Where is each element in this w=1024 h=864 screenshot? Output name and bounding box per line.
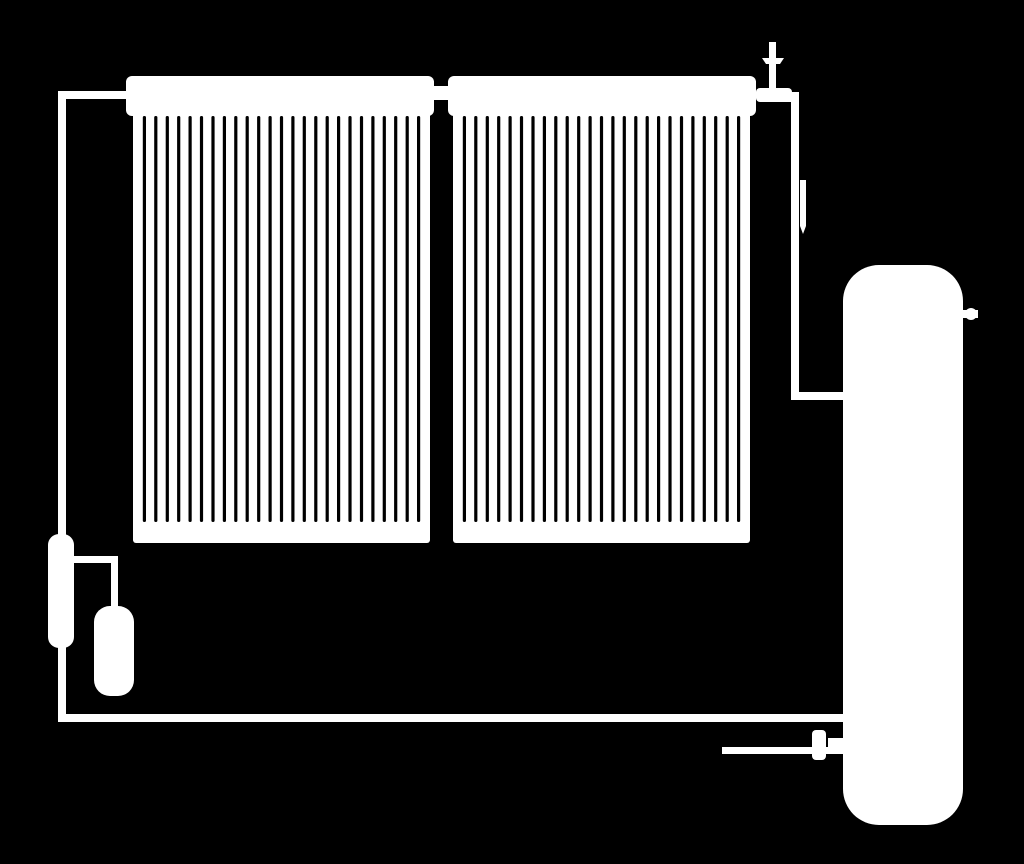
evacuated-tube-gap <box>599 116 604 522</box>
expansion-vessel <box>94 606 134 696</box>
evacuated-tube-gap <box>325 116 329 522</box>
evacuated-tube-gap <box>394 116 398 522</box>
evacuated-tube-gap <box>337 116 341 522</box>
evacuated-tube-gap <box>234 116 238 522</box>
evacuated-tube-gap <box>462 116 466 522</box>
evacuated-tube-gap <box>508 116 512 522</box>
supply-pipe-left <box>58 91 130 722</box>
evacuated-tube-gap <box>645 116 649 522</box>
evacuated-tube-gap <box>611 116 615 522</box>
evacuated-tube-gap <box>519 116 524 522</box>
evacuated-tube-gap <box>565 116 569 522</box>
evacuated-tube-gap <box>177 116 181 522</box>
evacuated-tube-gap <box>679 116 684 522</box>
solar-collector-panel-right <box>453 95 750 543</box>
evacuated-tube-gap <box>691 116 695 522</box>
evacuated-tube-gap <box>291 116 295 522</box>
evacuated-tube-gap <box>702 116 706 522</box>
evacuated-tube-gap <box>668 116 672 522</box>
evacuated-tube-gap <box>188 116 192 522</box>
solar-collector-panel-left <box>133 95 430 543</box>
evacuated-tube-gap <box>211 116 215 522</box>
air-vent-valve <box>756 42 792 102</box>
header-manifold-right <box>448 76 756 116</box>
evacuated-tube-gap <box>725 116 729 522</box>
evacuated-tube-gap <box>245 116 249 522</box>
evacuated-tube-gap <box>371 116 375 522</box>
evacuated-tube-gap <box>142 116 146 522</box>
evacuated-tube-gap <box>485 116 489 522</box>
evacuated-tube-gap <box>542 116 546 522</box>
evacuated-tubes-right <box>462 116 741 522</box>
evacuated-tube-gap <box>222 116 226 522</box>
hot-water-storage-tank <box>843 265 978 825</box>
manifold-connector <box>430 86 452 100</box>
evacuated-tube-gap <box>497 116 501 522</box>
evacuated-tube-gap <box>531 116 535 522</box>
evacuated-tube-gap <box>588 116 592 522</box>
evacuated-tube-gap <box>554 116 558 522</box>
evacuated-tube-gap <box>714 116 718 522</box>
evacuated-tube-gap <box>359 116 364 522</box>
evacuated-tube-gap <box>577 116 581 522</box>
evacuated-tube-gap <box>405 116 409 522</box>
evacuated-tube-gap <box>302 116 306 522</box>
evacuated-tube-gap <box>622 116 626 522</box>
drain-valve <box>722 730 848 760</box>
evacuated-tube-gap <box>348 116 352 522</box>
evacuated-tube-gap <box>474 116 478 522</box>
evacuated-tube-gap <box>165 116 169 522</box>
evacuated-tube-gap <box>268 116 272 522</box>
evacuated-tube-gap <box>314 116 318 522</box>
evacuated-tube-gap <box>634 116 638 522</box>
evacuated-tube-gap <box>737 116 741 522</box>
evacuated-tube-gap <box>382 116 386 522</box>
evacuated-tube-gap <box>657 116 661 522</box>
header-manifold-left <box>126 76 434 116</box>
evacuated-tube-gap <box>199 116 204 522</box>
evacuated-tube-gap <box>257 116 261 522</box>
evacuated-tube-gap <box>417 116 421 522</box>
supply-pipe-right <box>784 92 847 400</box>
pump-station <box>48 534 118 648</box>
return-pipe <box>58 714 848 722</box>
evacuated-tube-gap <box>154 116 158 522</box>
temperature-sensor <box>800 180 806 234</box>
evacuated-tubes-left <box>142 116 421 522</box>
evacuated-tube-gap <box>279 116 284 522</box>
